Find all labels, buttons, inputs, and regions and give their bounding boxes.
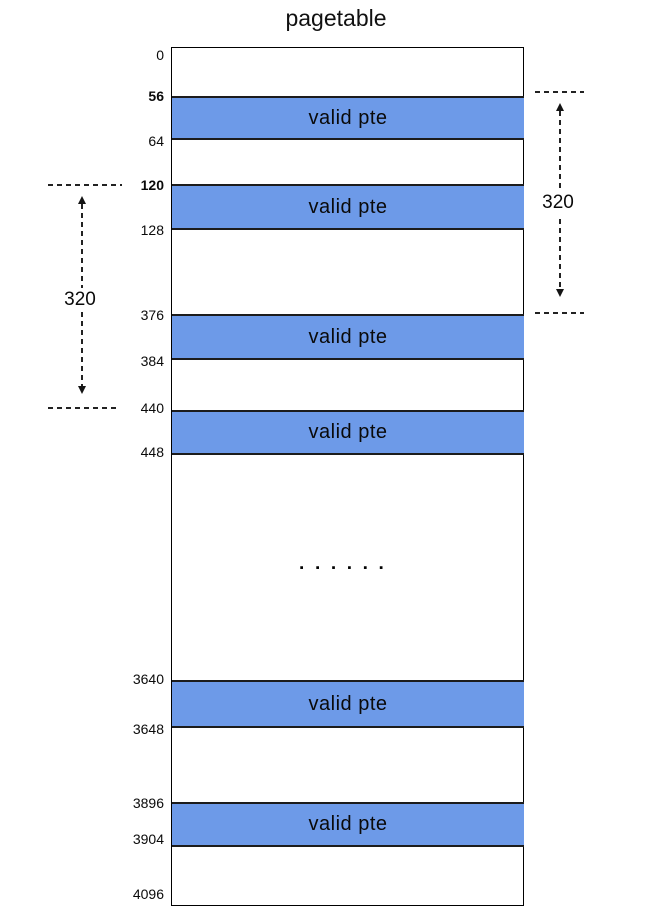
valid-pte-label: valid pte — [308, 106, 388, 129]
valid-pte-label: valid pte — [308, 421, 388, 443]
ellipsis-dots: ▪▪▪▪▪▪ — [299, 562, 396, 574]
diagram-title: pagetable — [285, 5, 387, 31]
gap-size-label-left: 320 — [61, 288, 99, 312]
offset-label-440: 440 — [140, 400, 164, 416]
valid-pte-band: valid pte — [172, 410, 524, 455]
valid-pte-label: valid pte — [308, 195, 388, 218]
offset-label-3648: 3648 — [132, 721, 164, 737]
offset-label-56: 56 — [148, 88, 164, 104]
gap-size-label-right: 320 — [539, 191, 577, 215]
offset-label-448: 448 — [140, 444, 164, 460]
offset-label-64: 64 — [148, 133, 164, 149]
offset-label-128: 128 — [140, 222, 164, 238]
offset-label-3896: 3896 — [132, 795, 164, 811]
offset-label-376: 376 — [140, 307, 164, 323]
valid-pte-band: valid pte — [172, 184, 524, 230]
valid-pte-band: valid pte — [172, 314, 524, 360]
arrow-up-icon — [556, 103, 564, 111]
offset-label-4096: 4096 — [132, 886, 164, 902]
dashed-line-right-376 — [535, 312, 584, 314]
offset-label-384: 384 — [140, 353, 164, 369]
offset-label-0: 0 — [156, 47, 164, 63]
valid-pte-band: valid pte — [172, 802, 524, 847]
valid-pte-label: valid pte — [308, 325, 388, 348]
dashed-line-left-440 — [48, 407, 118, 409]
offset-label-3640: 3640 — [132, 671, 164, 687]
valid-pte-label: valid pte — [308, 692, 388, 715]
arrow-up-icon — [78, 196, 86, 204]
pagetable-box — [171, 47, 524, 906]
arrow-down-icon — [556, 289, 564, 297]
dashed-line-left-120 — [48, 184, 122, 186]
dashed-line-right-56 — [535, 91, 584, 93]
arrow-down-icon — [78, 386, 86, 394]
valid-pte-label: valid pte — [308, 813, 388, 835]
valid-pte-band: valid pte — [172, 96, 524, 140]
offset-label-120: 120 — [140, 177, 164, 193]
offset-label-3904: 3904 — [132, 831, 164, 847]
valid-pte-band: valid pte — [172, 680, 524, 728]
